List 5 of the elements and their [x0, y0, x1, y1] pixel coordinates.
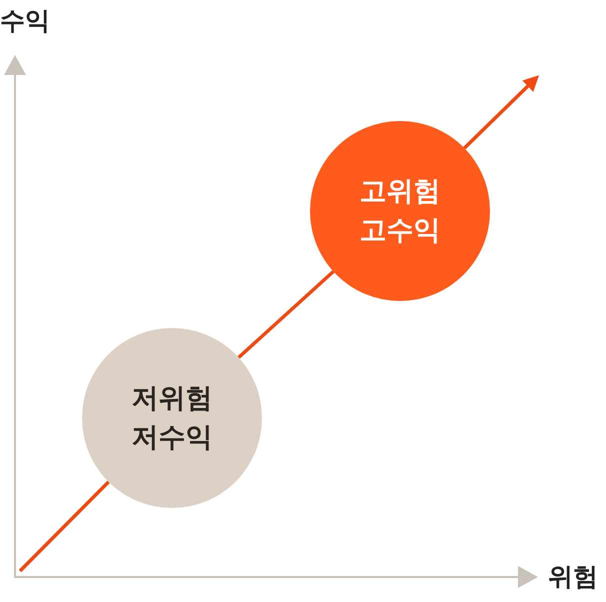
- arrow: [463, 75, 540, 150]
- circle-label: 저위험 저수익: [130, 382, 214, 455]
- y-axis-label: 수익: [0, 5, 50, 37]
- x-axis-label: 위험: [548, 561, 598, 593]
- circle-label: 고위험 고수익: [358, 174, 442, 248]
